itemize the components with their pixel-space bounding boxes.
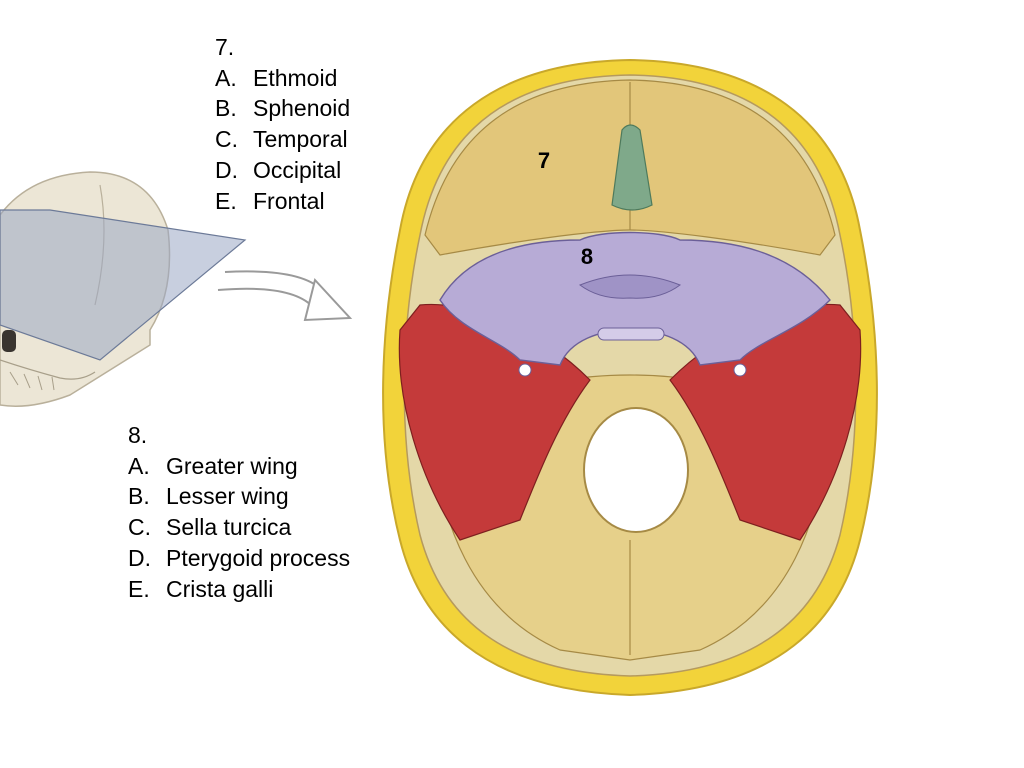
- option-a[interactable]: A.Ethmoid: [215, 64, 338, 91]
- question-number: 8.: [128, 422, 148, 448]
- cranial-base: [382, 58, 878, 697]
- pointer-arrow: [217, 270, 353, 322]
- question-7: 7. A.Ethmoid B.Sphenoid C.Temporal D.Occ…: [215, 32, 350, 216]
- option-e[interactable]: E.Crista galli: [128, 575, 274, 602]
- cutting-plane: [0, 209, 247, 361]
- option-a[interactable]: A.Greater wing: [128, 452, 298, 479]
- option-d[interactable]: D.Pterygoid process: [128, 544, 351, 571]
- question-8: 8. A.Greater wing B.Lesser wing C.Sella …: [128, 420, 350, 604]
- option-e[interactable]: E.Frontal: [215, 187, 325, 214]
- option-c[interactable]: C.Sella turcica: [128, 514, 292, 541]
- option-b[interactable]: B.Lesser wing: [128, 483, 289, 510]
- option-d[interactable]: D.Occipital: [215, 156, 342, 183]
- marker-8: 8: [581, 244, 593, 269]
- option-c[interactable]: C.Temporal: [215, 126, 348, 153]
- option-b[interactable]: B.Sphenoid: [215, 95, 351, 122]
- question-number: 7.: [215, 34, 235, 60]
- marker-7: 7: [538, 148, 550, 173]
